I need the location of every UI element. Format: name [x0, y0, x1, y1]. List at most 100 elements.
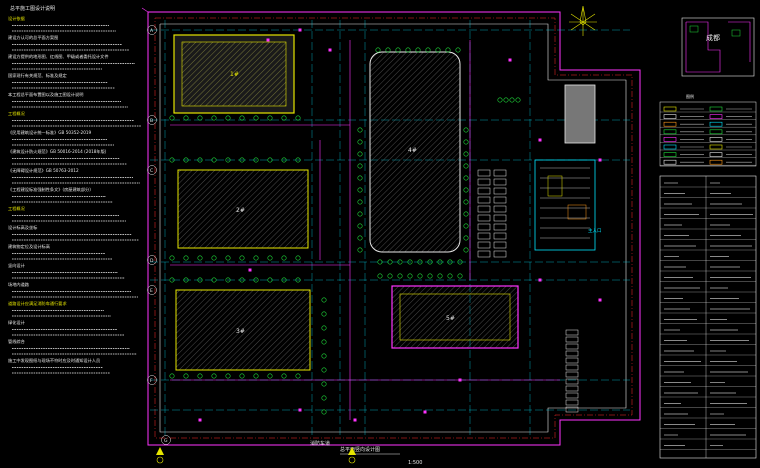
fire-lane-label: 消防车道 [310, 440, 330, 447]
parking-stall [565, 399, 579, 406]
tree-icon [357, 127, 363, 133]
building-5-inner [399, 293, 511, 341]
tree-icon [447, 273, 453, 279]
location-block-2 [731, 29, 741, 37]
notes-line: 《无障碍设计规范》GB 50763-2012 [8, 167, 79, 174]
parking-stall [493, 178, 507, 186]
building-1-hatch [181, 41, 287, 107]
tree-icon [281, 373, 287, 379]
east-room [567, 204, 587, 220]
axis-bubble [147, 375, 157, 385]
tree-icon [321, 409, 327, 415]
tree-icon [417, 259, 423, 265]
axis-bubble-label: C [150, 168, 153, 174]
tree-icon [385, 47, 391, 53]
legend-rows [660, 106, 756, 166]
parking-stall [565, 406, 579, 413]
notes-line: 国家现行有关规范、标准及规定 [8, 72, 67, 79]
parking-stall [493, 223, 507, 231]
parking-stall [565, 378, 579, 385]
building-4: 4# [369, 51, 461, 253]
tree-icon [463, 175, 469, 181]
tree-icon [357, 223, 363, 229]
parking-stalls [477, 169, 579, 413]
notes-line: 本工程总平面布置图以及施工图设计说明 [8, 91, 83, 98]
axis-bubble-label: D [150, 258, 154, 264]
tree-icon [295, 115, 301, 121]
tree-icon [225, 115, 231, 121]
legend-swatch [709, 106, 723, 112]
elevation-marker [538, 138, 542, 142]
tree-icon [183, 115, 189, 121]
location-map: 成都 [681, 17, 755, 77]
axis-bubble-label: B [150, 118, 153, 124]
tree-icon [295, 373, 301, 379]
tree-icon [387, 259, 393, 265]
north-arrow-icon [569, 5, 597, 36]
tree-icon [427, 273, 433, 279]
boundary-tick [141, 7, 149, 13]
axis-bubble-label: E [150, 288, 153, 294]
title-block [659, 175, 757, 459]
tree-icon [357, 247, 363, 253]
tree-icon [457, 273, 463, 279]
tree-icon [357, 175, 363, 181]
parking-stall [477, 250, 491, 258]
tree-icon [321, 311, 327, 317]
parking-stall [565, 357, 579, 364]
tree-icon [321, 381, 327, 387]
tree-icon [281, 115, 287, 121]
notes-line: 《民用建筑设计统一标准》GB 50352-2019 [8, 129, 92, 136]
tree-icon [267, 277, 273, 283]
tree-icon [211, 255, 217, 261]
parking-stall [493, 196, 507, 204]
parking-stall [477, 205, 491, 213]
tree-icon [515, 97, 521, 103]
elevation-marker [266, 38, 270, 42]
elevation-marker [298, 28, 302, 32]
parking-stall [565, 392, 579, 399]
tree-icon [183, 277, 189, 283]
legend-swatch [709, 152, 723, 157]
parking-stall [493, 214, 507, 222]
parking-stall [493, 241, 507, 249]
axis-bubble-label: F [150, 378, 153, 384]
parking-stall [565, 336, 579, 343]
notes-line: 场地内道路 [8, 281, 30, 288]
tree-icon [357, 163, 363, 169]
tree-icon [295, 277, 301, 283]
tree-icon [387, 273, 393, 279]
entry-label: 主入口 [588, 227, 602, 234]
axis-bubble [147, 255, 157, 265]
legend-swatch [663, 121, 677, 127]
tree-icon [397, 273, 403, 279]
tree-icon [463, 235, 469, 241]
elevation-marker [598, 158, 602, 162]
parking-stall [477, 241, 491, 249]
tree-icon [253, 157, 259, 163]
plan-title: 总平面竖向设计图 [340, 446, 380, 453]
parking-stall [493, 232, 507, 240]
tree-icon [357, 139, 363, 145]
notes-title: 总平施工图设计说明 [10, 5, 55, 12]
entry-arrow-right [348, 447, 356, 464]
site-plan: 1# 2# 3# 4# 5# [141, 7, 641, 466]
elevation-marker [538, 278, 542, 282]
tree-icon [463, 127, 469, 133]
elevation-marker [328, 48, 332, 52]
tree-icon [239, 157, 245, 163]
tree-icon [425, 47, 431, 53]
tree-icon [377, 273, 383, 279]
tree-icon [357, 235, 363, 241]
tree-icon [225, 373, 231, 379]
tree-icon [253, 277, 259, 283]
tree-icon [197, 115, 203, 121]
tree-icon [183, 255, 189, 261]
notes-line: 建筑物定位及设计标高 [8, 243, 50, 250]
tree-icon [447, 259, 453, 265]
tree-icon [211, 157, 217, 163]
tree-icon [415, 47, 421, 53]
tree-icon [395, 47, 401, 53]
tree-icon [239, 115, 245, 121]
